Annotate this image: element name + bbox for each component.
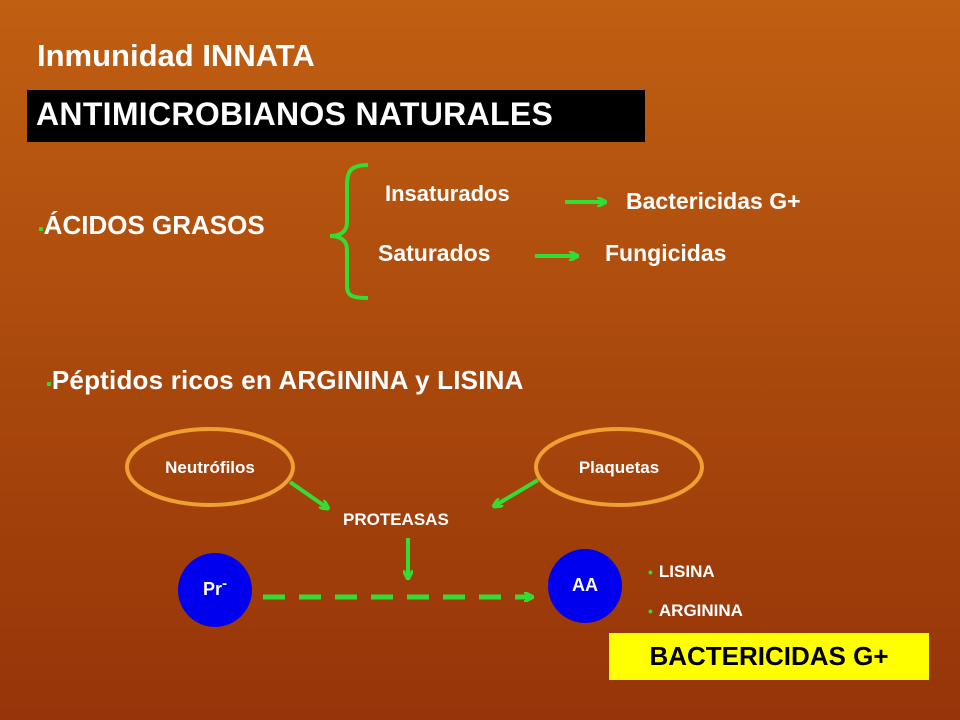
curly-brace bbox=[329, 163, 369, 300]
saturados-label: Saturados bbox=[378, 240, 491, 266]
list-item-lisina: LISINA bbox=[658, 562, 715, 581]
insaturados-target: Bactericidas G+ bbox=[626, 188, 801, 214]
pr-superscript: - bbox=[222, 575, 227, 592]
list-item-arginina: ARGININA bbox=[658, 601, 743, 620]
acidos-heading: ▪ÁCIDOS GRASOS bbox=[38, 210, 265, 241]
oval-plaquetas bbox=[534, 427, 704, 507]
plaquetas-label: Plaquetas bbox=[578, 458, 660, 477]
acidos-label: ÁCIDOS GRASOS bbox=[43, 210, 265, 240]
oval-neutrofilos bbox=[125, 427, 295, 507]
proteasas-label: PROTEASAS bbox=[343, 510, 449, 529]
bullet-icon: • bbox=[648, 603, 653, 619]
peptidos-heading: ▪Péptidos ricos en ARGININA y LISINA bbox=[46, 365, 524, 396]
result-box: BACTERICIDAS G+ bbox=[609, 633, 929, 680]
aa-label: AA bbox=[572, 575, 598, 595]
arrow-neutrofilos bbox=[288, 480, 326, 507]
circle-pr bbox=[178, 553, 252, 627]
pr-text: Pr bbox=[202, 579, 222, 599]
bullet-icon: • bbox=[648, 564, 653, 580]
bullet-icon: ▪ bbox=[46, 376, 52, 393]
subtitle-box bbox=[27, 90, 645, 142]
neutrofilos-label: Neutrófilos bbox=[165, 458, 255, 477]
peptidos-label: Péptidos ricos en ARGININA y LISINA bbox=[51, 365, 524, 395]
result-label: BACTERICIDAS G+ bbox=[649, 641, 889, 671]
arrow-plaquetas bbox=[496, 478, 540, 505]
saturados-target: Fungicidas bbox=[605, 240, 727, 266]
list-item: • LISINA bbox=[648, 562, 715, 582]
pr-label: Pr- bbox=[176, 575, 254, 600]
circle-aa bbox=[548, 549, 622, 623]
bullet-icon: ▪ bbox=[38, 221, 44, 238]
page-title: Inmunidad INNATA bbox=[37, 38, 315, 73]
insaturados-label: Insaturados bbox=[385, 181, 510, 206]
list-item: • ARGININA bbox=[648, 601, 743, 621]
subtitle: ANTIMICROBIANOS NATURALES bbox=[36, 96, 554, 132]
